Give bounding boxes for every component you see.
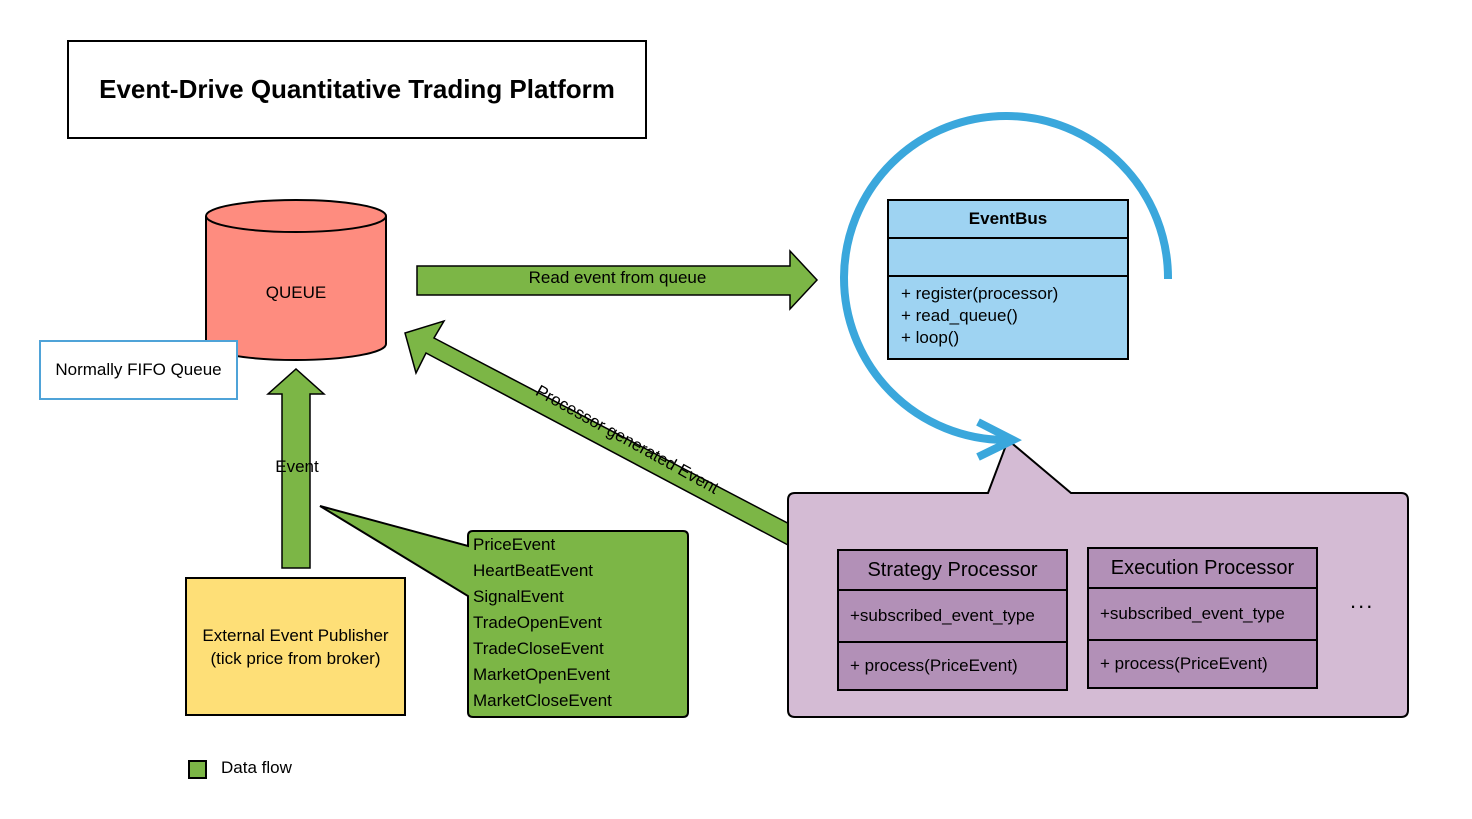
event-loop-arrow	[840, 112, 1173, 461]
event-type-item: TradeOpenEvent	[473, 613, 602, 632]
external-event-publisher: External Event Publisher (tick price fro…	[185, 577, 406, 716]
title-box: Event-Drive Quantitative Trading Platfor…	[67, 40, 647, 139]
processor-name: Execution Processor	[1089, 549, 1316, 589]
eventbus-methods: + register(processor) + read_queue() + l…	[889, 277, 1127, 349]
execution-processor-class: Execution Processor +subscribed_event_ty…	[1087, 547, 1318, 689]
publisher-title: External Event Publisher	[202, 625, 389, 645]
legend-label: Data flow	[221, 758, 292, 777]
processor-method: + process(PriceEvent)	[850, 656, 1018, 675]
read-arrow-label: Read event from queue	[528, 268, 707, 287]
strategy-processor-class: Strategy Processor +subscribed_event_typ…	[837, 549, 1068, 691]
event-type-item: PriceEvent	[473, 535, 556, 554]
legend-swatch	[188, 760, 207, 779]
eventbus-method: + read_queue()	[901, 306, 1018, 325]
more-processors-ellipsis: ...	[1350, 588, 1375, 613]
read-flow-arrow	[416, 249, 819, 311]
event-type-item: HeartBeatEvent	[473, 561, 594, 580]
event-arrow-label: Event	[275, 457, 319, 476]
eventbus-name: EventBus	[889, 201, 1127, 239]
processor-attribute: +subscribed_event_type	[1089, 589, 1316, 641]
event-type-item: MarketCloseEvent	[473, 691, 612, 710]
event-types-callout	[319, 505, 689, 718]
event-type-list: PriceEvent HeartBeatEvent SignalEvent Tr…	[473, 532, 612, 714]
processor-attribute: +subscribed_event_type	[839, 591, 1066, 643]
diagram-title: Event-Drive Quantitative Trading Platfor…	[99, 74, 615, 104]
queue-cylinder	[205, 199, 387, 361]
event-flow-arrow	[266, 367, 326, 569]
queue-label: QUEUE	[265, 283, 327, 302]
eventbus-attributes	[889, 239, 1127, 277]
generated-flow-arrow	[404, 319, 799, 547]
eventbus-method: + loop()	[901, 328, 960, 347]
queue-note-text: Normally FIFO Queue	[55, 360, 222, 379]
eventbus-class: EventBus + register(processor) + read_qu…	[887, 199, 1129, 360]
publisher-subtitle: (tick price from broker)	[210, 648, 381, 668]
eventbus-method: + register(processor)	[901, 284, 1059, 303]
processor-method: + process(PriceEvent)	[1100, 654, 1268, 673]
queue-note: Normally FIFO Queue	[39, 340, 238, 400]
event-type-item: MarketOpenEvent	[473, 665, 611, 684]
processor-name: Strategy Processor	[839, 551, 1066, 591]
event-type-item: TradeCloseEvent	[473, 639, 604, 658]
event-type-item: SignalEvent	[473, 587, 564, 606]
